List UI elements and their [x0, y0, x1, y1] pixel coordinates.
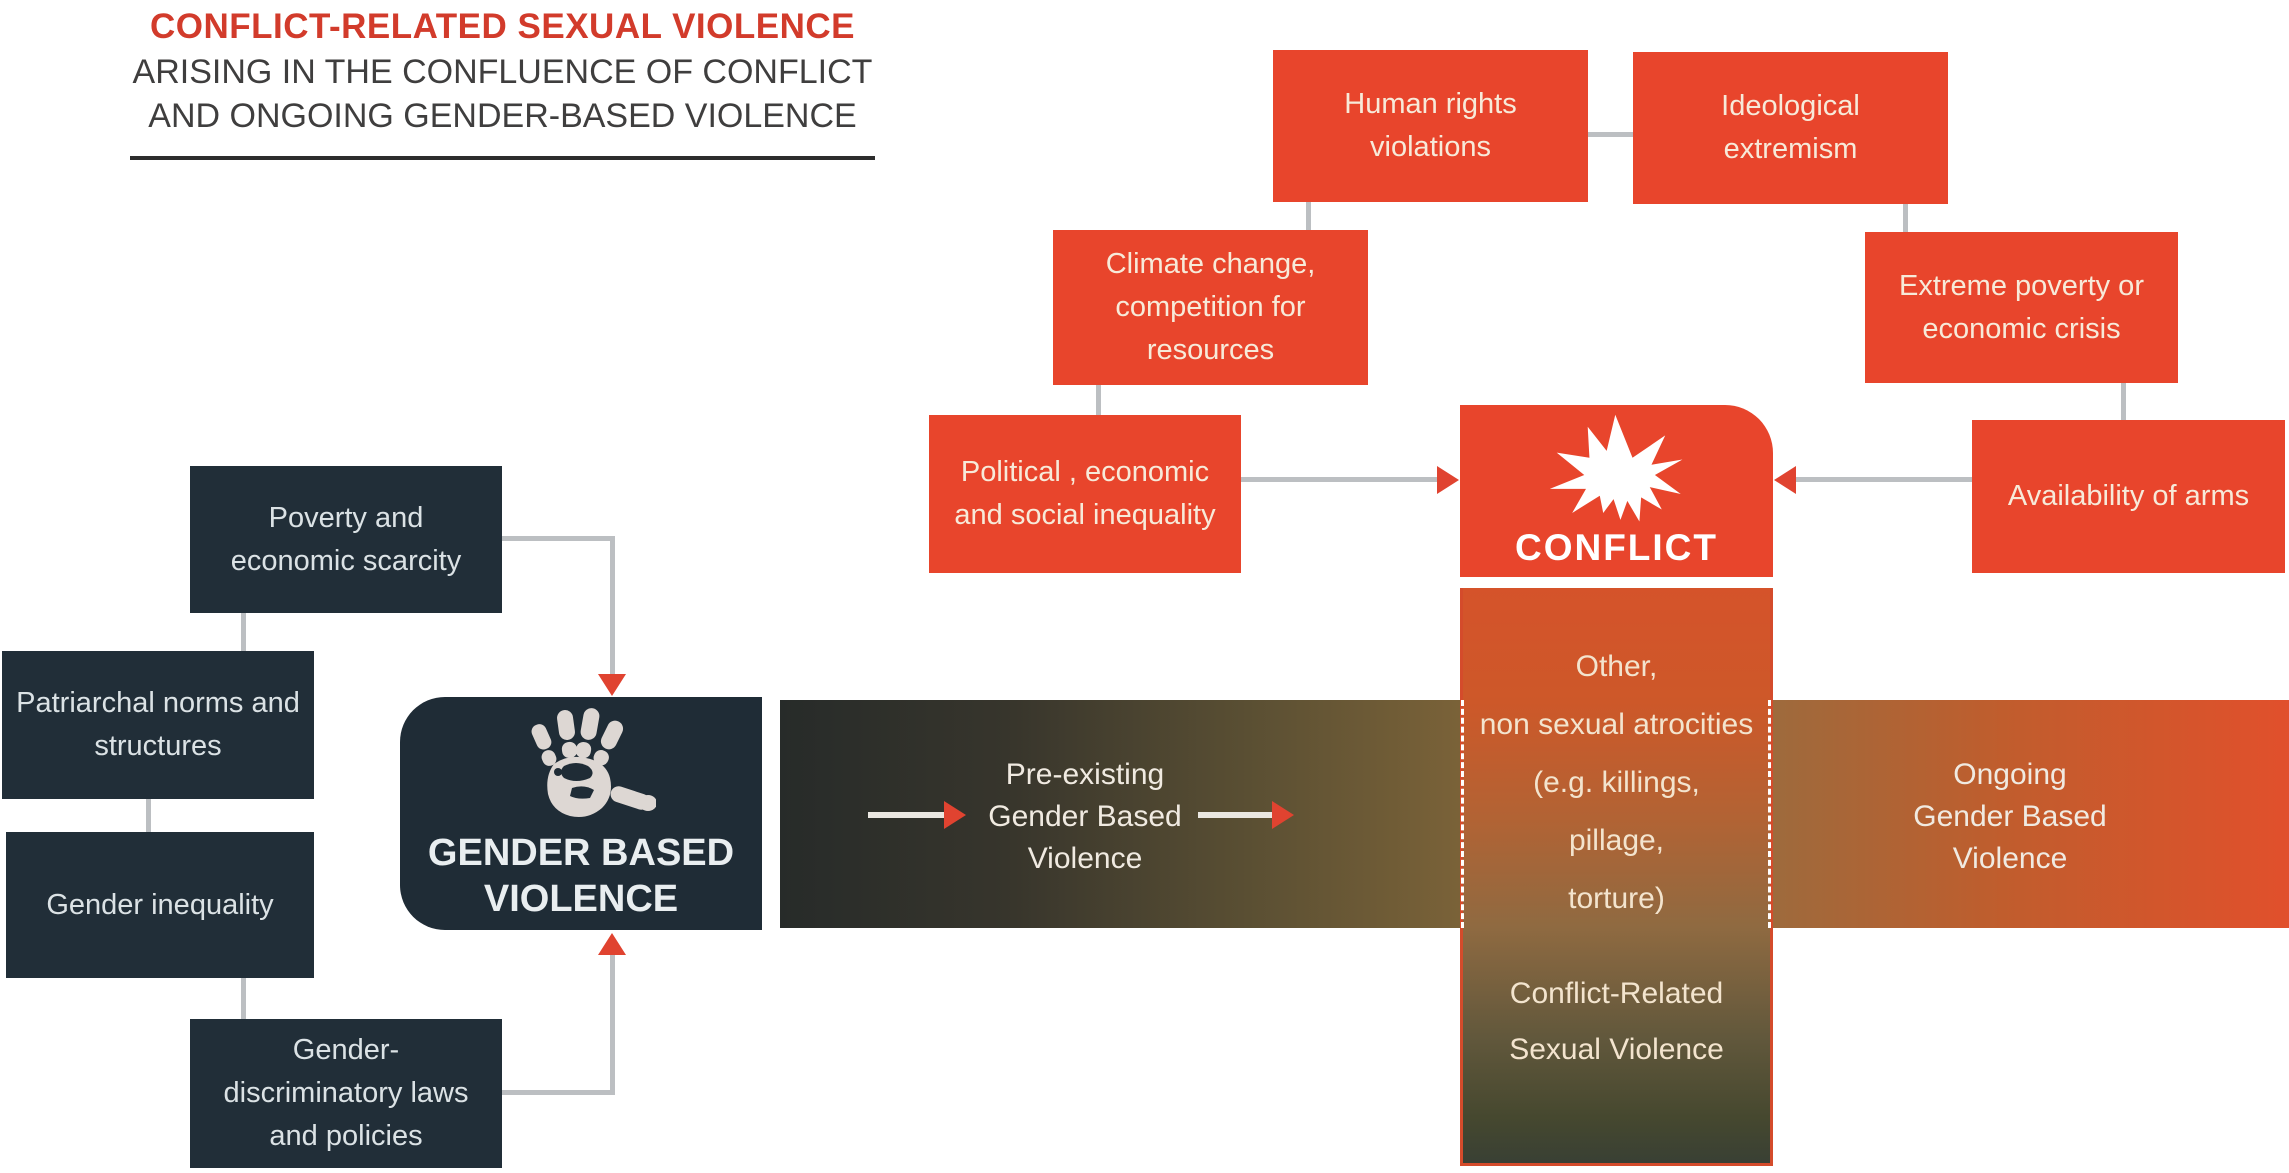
factor-gender-discriminatory-laws: Gender-discriminatory laws and policies: [190, 1019, 502, 1168]
page-subtitle-line2: AND ONGOING GENDER-BASED VIOLENCE: [148, 97, 857, 135]
connector-poverty-gbv-vertical: [610, 536, 615, 676]
gbv-node-label: GENDER BASED VIOLENCE: [427, 831, 735, 920]
arrow-arms-conflict-icon: [1774, 466, 1796, 494]
factor-gender-inequality: Gender inequality: [6, 832, 314, 978]
title-underline: [130, 156, 875, 160]
factor-extreme-poverty: Extreme poverty or economic crisis: [1865, 232, 2178, 383]
atrocities-crsv-box: Other, non sexual atrocities (e.g. killi…: [1460, 588, 1773, 1166]
factor-political-economic-social-inequality: Political , economic and social inequali…: [929, 415, 1241, 573]
center-box-dashed-left-edge: [1461, 700, 1464, 928]
factor-climate-change: Climate change, competition for resource…: [1053, 230, 1368, 385]
connector-political-conflict: [1241, 477, 1439, 482]
connector-hrv-ideological: [1588, 132, 1633, 137]
diagram-header: CONFLICT-RELATED SEXUAL VIOLENCE ARISING…: [130, 4, 875, 160]
pre-existing-gbv-label: Pre-existing Gender Based Violence: [988, 758, 1182, 875]
ongoing-gbv-label: Ongoing Gender Based Violence: [1913, 758, 2107, 875]
factor-patriarchal-norms: Patriarchal norms and structures: [2, 651, 314, 799]
connector-poverty-gbv-horizontal: [501, 536, 615, 541]
conflict-node: CONFLICT: [1460, 405, 1773, 577]
connector-patriarchal-inequality: [146, 798, 151, 834]
page-subtitle-line1: ARISING IN THE CONFLUENCE OF CONFLICT: [132, 53, 873, 91]
arrow-political-conflict-icon: [1437, 466, 1459, 494]
arrow-into-gbv-top-icon: [598, 674, 626, 696]
connector-arms-conflict: [1796, 477, 1972, 482]
connector-hrv-climate: [1306, 200, 1311, 232]
factor-human-rights-violations: Human rights violations: [1273, 50, 1588, 202]
band-arrow-left-head-icon: [944, 801, 966, 829]
arrow-into-gbv-bottom-icon: [598, 933, 626, 955]
factor-ideological-extremism: Ideological extremism: [1633, 52, 1948, 204]
non-sexual-atrocities-text: Other, non sexual atrocities (e.g. killi…: [1479, 650, 1754, 915]
handprint-icon: [531, 707, 656, 817]
connector-climate-political: [1096, 383, 1101, 417]
center-box-dashed-right-edge: [1768, 700, 1771, 928]
connector-poverty-arms: [2121, 381, 2126, 422]
conflict-related-sexual-violence-text: Conflict-Related Sexual Violence: [1509, 977, 1724, 1066]
connector-poverty-patriarchal: [241, 611, 246, 653]
factor-poverty-economic-scarcity: Poverty and economic scarcity: [190, 466, 502, 613]
gender-based-violence-node: GENDER BASED VIOLENCE: [400, 697, 762, 930]
conflict-node-label: CONFLICT: [1514, 527, 1719, 568]
connector-laws-gbv-vertical: [610, 953, 615, 1095]
connector-ideological-poverty: [1903, 202, 1908, 234]
explosion-icon: [1549, 414, 1682, 522]
factor-availability-of-arms: Availability of arms: [1972, 420, 2285, 573]
connector-laws-gbv-horizontal: [501, 1090, 615, 1095]
band-arrow-right-head-icon: [1272, 801, 1294, 829]
connector-inequality-laws: [241, 976, 246, 1021]
band-arrow-left-line: [868, 812, 946, 818]
band-arrow-right-line: [1198, 812, 1274, 818]
page-title: CONFLICT-RELATED SEXUAL VIOLENCE: [149, 7, 855, 46]
